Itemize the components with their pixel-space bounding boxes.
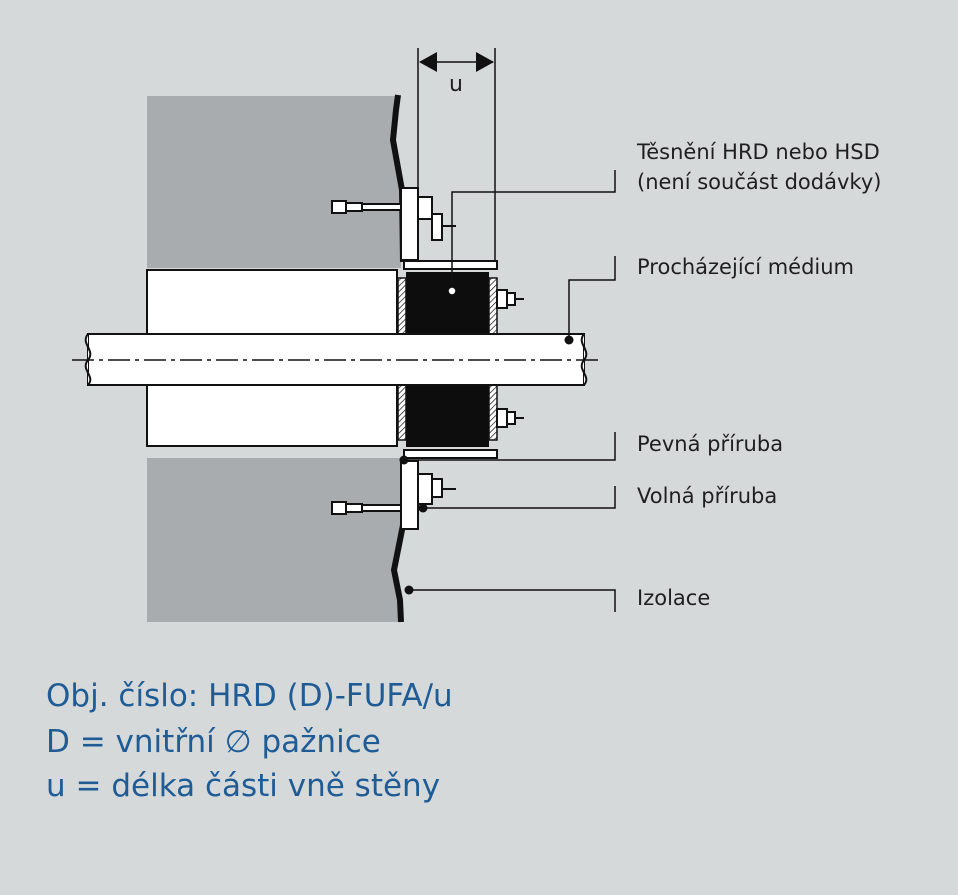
seal-upper — [406, 272, 489, 334]
leader-medium — [568, 256, 616, 340]
label-fixed-flange: Pevná příruba — [637, 432, 784, 456]
wall — [147, 96, 402, 622]
pressure-plate-left-lower — [397, 384, 407, 441]
pressure-plate-right-upper — [488, 277, 498, 335]
leader-dot-medium — [564, 335, 574, 345]
dimension-u-label: u — [449, 72, 463, 97]
label-seal-line1: Těsnění HRD nebo HSD — [637, 140, 880, 164]
leader-dot-fixed-flange — [399, 455, 409, 465]
loose-flange-bottom — [400, 460, 419, 530]
fixed-flange-bottom — [403, 449, 498, 459]
leader-insulation — [409, 589, 616, 612]
pressure-plate-left-upper — [397, 277, 407, 335]
fixed-flange-top — [403, 260, 498, 270]
loose-flange-top — [400, 187, 419, 261]
bolt-lower — [496, 408, 524, 428]
caption-d-definition: D = vnitřní ∅ pažnice — [46, 724, 381, 760]
leader-seal — [451, 170, 616, 291]
label-insulation: Izolace — [637, 586, 711, 610]
pressure-plate-right-lower — [488, 384, 498, 441]
anchor-top — [331, 196, 456, 241]
caption-order-number: Obj. číslo: HRD (D)-FUFA/u — [46, 678, 453, 714]
dim-arrow-right — [476, 52, 494, 72]
label-medium: Procházející médium — [637, 255, 855, 279]
dim-arrow-left — [419, 52, 437, 72]
leader-dot-insulation — [404, 585, 414, 595]
leader-dot-loose-flange — [418, 503, 428, 513]
seal-lower — [406, 385, 489, 447]
label-loose-flange: Volná příruba — [637, 484, 778, 508]
leader-loose-flange — [423, 486, 616, 509]
leader-dot-seal — [447, 286, 457, 296]
caption-u-definition: u = délka části vně stěny — [46, 768, 441, 804]
label-seal-line2: (není součást dodávky) — [637, 170, 882, 194]
bolt-upper — [496, 289, 524, 309]
leader-fixed-flange — [404, 432, 616, 461]
